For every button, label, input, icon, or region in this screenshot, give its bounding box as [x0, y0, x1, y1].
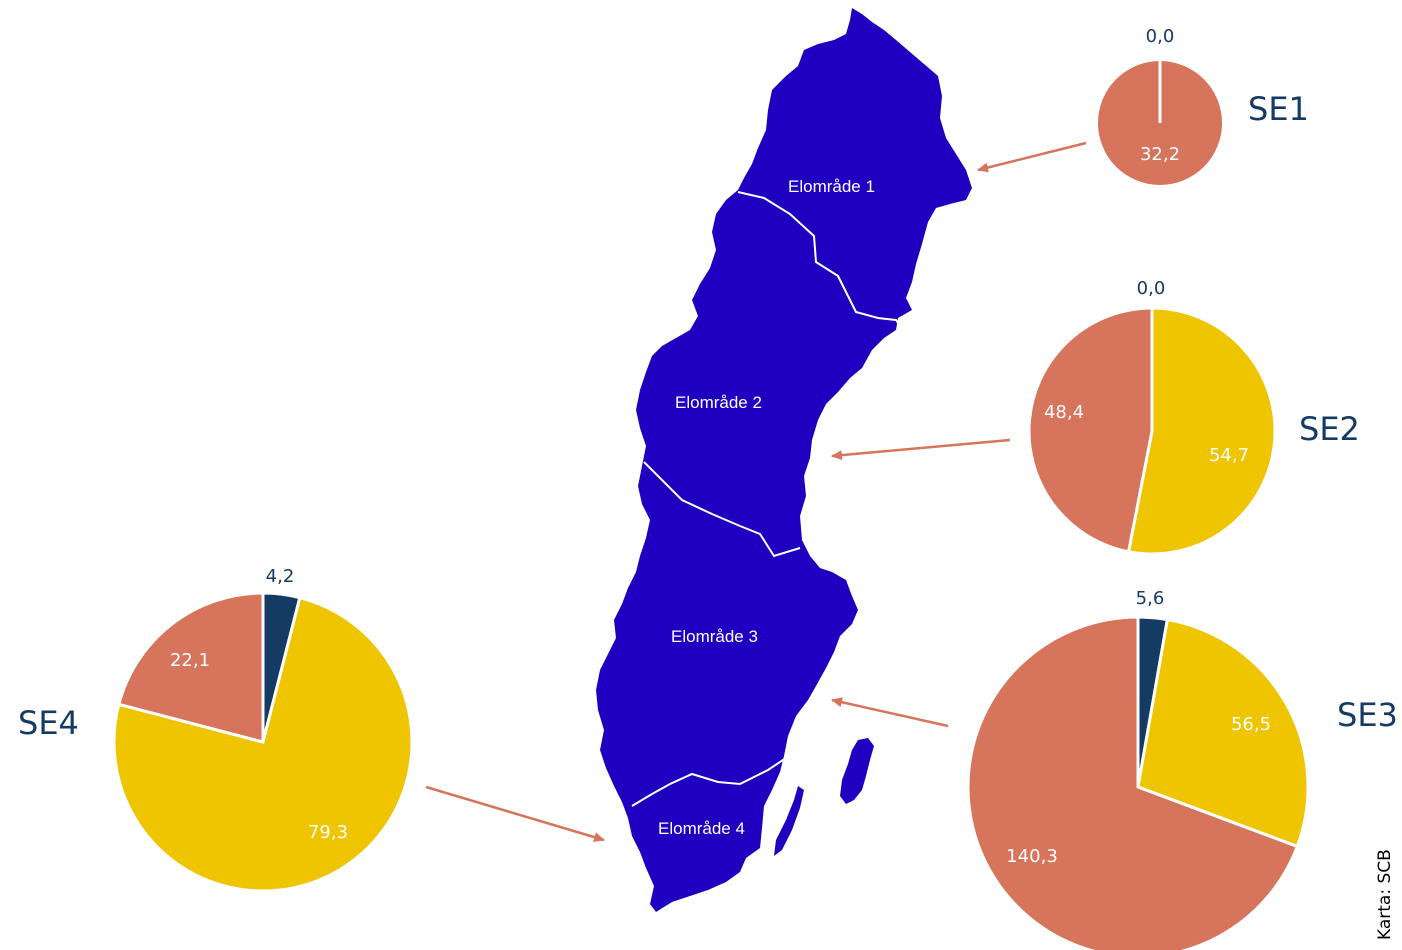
- pie-se3-label-yellow: 56,5: [1231, 714, 1271, 735]
- oland-island: [774, 786, 804, 856]
- pie-se4-slice-salmon: [117, 591, 265, 744]
- arrow-se1: [977, 141, 1087, 173]
- pie-se4-label-navy: 4,2: [266, 566, 295, 587]
- pie-chart-se2: [1027, 306, 1277, 556]
- arrow-se4: [425, 785, 605, 842]
- sweden-map: Elområde 1 Elområde 2 Elområde 3 Elområd…: [596, 8, 972, 912]
- arrow-se3: [831, 697, 949, 728]
- map-credit: Karta: SCB: [1375, 849, 1395, 940]
- region-label-3: Elområde 3: [671, 627, 758, 646]
- pie-se4-label-yellow: 79,3: [308, 822, 348, 843]
- region-label-2: Elområde 2: [675, 393, 762, 412]
- pie-chart-se4: [112, 591, 414, 893]
- pie-se3-label-salmon: 140,3: [1006, 846, 1058, 867]
- pie-se3-label-navy: 5,6: [1136, 588, 1165, 609]
- border-se2-se3: [643, 461, 801, 558]
- pie-se3-slice-yellow: [1136, 618, 1310, 848]
- region-label-1: Elområde 1: [788, 177, 875, 196]
- pie-title-se3: SE3: [1337, 696, 1398, 734]
- pie-se2-slice-salmon: [1027, 306, 1154, 554]
- pie-se2-label-yellow: 54,7: [1209, 445, 1249, 466]
- arrow-se2: [831, 438, 1011, 461]
- pie-se2-slice-yellow: [1127, 306, 1277, 556]
- pie-chart-se3: [966, 615, 1310, 950]
- border-se3-se4: [631, 757, 787, 807]
- pie-se2-label-top: 0,0: [1137, 278, 1166, 299]
- region-label-4: Elområde 4: [658, 819, 745, 838]
- gotland-island: [840, 738, 874, 804]
- pie-title-se2: SE2: [1299, 410, 1360, 448]
- pie-chart-se1: [1098, 61, 1222, 185]
- pie-title-se4: SE4: [18, 704, 79, 742]
- border-se1-se2: [737, 191, 901, 327]
- pie-se1-label-main: 32,2: [1140, 144, 1180, 165]
- arrows: [425, 141, 1087, 842]
- pie-se4-label-salmon: 22,1: [170, 650, 210, 671]
- pie-se2-label-salmon: 48,4: [1044, 402, 1084, 423]
- pie-se1-label-top: 0,0: [1146, 26, 1175, 47]
- pie-title-se1: SE1: [1248, 90, 1309, 128]
- mainland-shape: [596, 8, 972, 912]
- pie-se4-slice-yellow: [112, 596, 414, 893]
- pie-se3-slice-salmon: [966, 615, 1299, 950]
